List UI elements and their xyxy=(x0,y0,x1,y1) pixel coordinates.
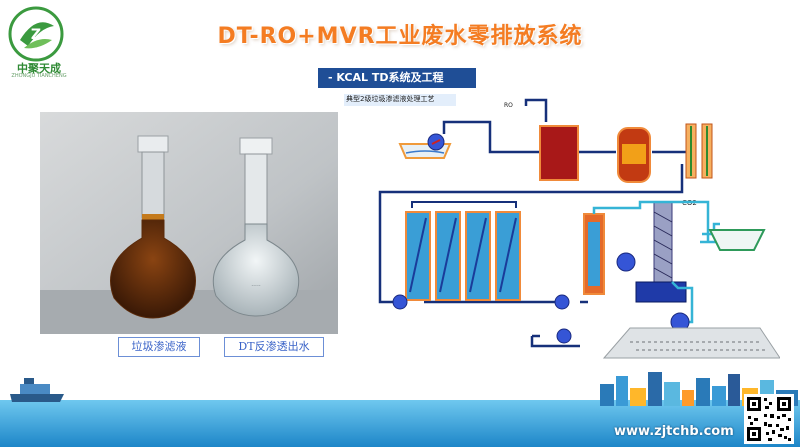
brand-name: 中聚天成 xyxy=(17,62,61,75)
ro-module xyxy=(539,125,579,181)
landfill xyxy=(602,327,780,359)
main-pipeline xyxy=(378,98,686,338)
permeate-caption: DT反渗透出水 xyxy=(224,337,324,357)
website-link[interactable]: www.zjtchb.com xyxy=(614,424,734,439)
ro-label: RO xyxy=(504,102,513,109)
tank-icon xyxy=(635,281,687,303)
qr-code-icon xyxy=(744,394,794,444)
page-title: DT-RO+MVR工业废水零排放系统 xyxy=(217,24,583,49)
pump-icons xyxy=(392,252,690,344)
svg-text:Z: Z xyxy=(31,27,41,43)
dt-modules xyxy=(405,201,521,301)
leachate-flask xyxy=(110,135,196,319)
footer-banner xyxy=(0,372,800,447)
permeate-tank xyxy=(708,229,766,251)
process-diagram: RO CO2 xyxy=(340,92,780,367)
brand-subtitle: ZHONGJU TIANCHENG xyxy=(11,73,67,79)
flask-photo: ····· xyxy=(40,112,338,334)
diagram-title-band xyxy=(344,94,456,106)
ship-icon xyxy=(10,378,64,402)
leachate-caption: 垃圾渗滤液 xyxy=(118,337,200,357)
permeate-flask: ····· xyxy=(212,137,300,317)
company-logo-icon: Z xyxy=(8,6,64,62)
feed-pump-icon xyxy=(427,133,445,151)
svg-text:·····: ····· xyxy=(251,283,261,290)
section-label: - KCAL TD系统及工程 xyxy=(318,68,476,88)
diagram-title: 典型2级垃圾渗滤液处理工艺 xyxy=(346,95,435,103)
